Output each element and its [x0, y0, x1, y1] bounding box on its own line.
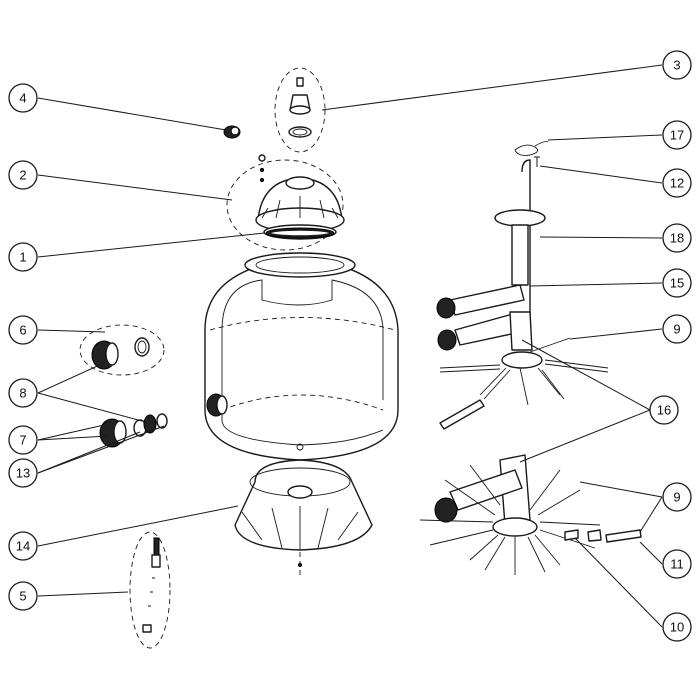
- callout-label: 10: [670, 620, 684, 635]
- callout-11: 11: [662, 549, 692, 579]
- callout-5: 5: [8, 581, 38, 611]
- callout-label: 8: [19, 386, 26, 401]
- tank-side-port: [206, 393, 228, 417]
- callout-18: 18: [662, 223, 692, 253]
- callout-8: 8: [8, 378, 38, 408]
- callout-4: 4: [8, 83, 38, 113]
- pressure-gauge-cap: [223, 125, 241, 139]
- callout-label: 4: [19, 91, 26, 106]
- callout-label: 5: [19, 589, 26, 604]
- union-fittings-upper: [79, 324, 165, 376]
- callout-label: 18: [670, 231, 684, 246]
- callout-label: 12: [670, 176, 684, 191]
- callout-1: 1: [8, 242, 38, 272]
- drain-valve-assembly: [129, 531, 171, 649]
- callout-label: 11: [670, 557, 684, 572]
- callout-13: 13: [8, 458, 38, 488]
- callout-label: 6: [19, 323, 26, 338]
- callout-2: 2: [8, 160, 38, 190]
- clip-and-screw: [514, 141, 549, 167]
- lower-lateral-hub: [419, 454, 601, 575]
- callout-16: 16: [649, 395, 679, 425]
- callout-label: 3: [673, 58, 680, 73]
- callout-label: 16: [657, 403, 671, 418]
- callout-label: 17: [670, 128, 684, 143]
- callout-7: 7: [8, 425, 38, 455]
- vent-valve-group: [274, 67, 326, 153]
- filter-tank: [204, 252, 399, 461]
- callout-10: 10: [662, 612, 692, 642]
- callout-9-upper: 9: [662, 314, 692, 344]
- callout-3: 3: [662, 50, 692, 80]
- callout-15: 15: [662, 268, 692, 298]
- callout-label: 14: [16, 539, 30, 554]
- leader-lines: [37, 64, 663, 628]
- union-fittings-lower: [99, 413, 168, 448]
- callout-14: 14: [8, 531, 38, 561]
- callout-label: 13: [16, 466, 30, 481]
- callout-12: 12: [662, 168, 692, 198]
- loose-lateral-pipe: [439, 399, 485, 430]
- callout-9-lower: 9: [662, 482, 692, 512]
- callout-label: 7: [19, 433, 26, 448]
- callout-label: 1: [19, 250, 26, 265]
- tank-base: [234, 459, 373, 575]
- callout-label: 9: [673, 322, 680, 337]
- spare-lateral-parts: [564, 529, 642, 543]
- collector-pipe-assembly: [436, 159, 609, 406]
- lid-assembly: [226, 154, 345, 251]
- callout-label: 2: [19, 168, 26, 183]
- callout-label: 9: [673, 490, 680, 505]
- callout-6: 6: [8, 315, 38, 345]
- callout-label: 15: [670, 276, 684, 291]
- callout-17: 17: [662, 120, 692, 150]
